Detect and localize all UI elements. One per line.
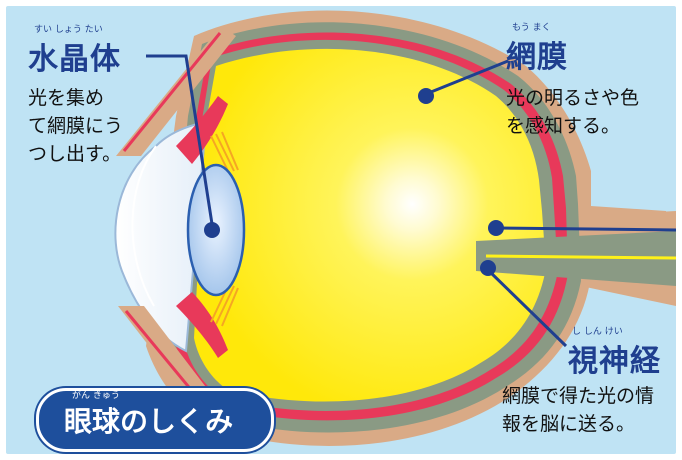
- side-pointer-dot: [488, 220, 504, 236]
- lens-description: 光を集め て網膜にう つし出す。: [28, 84, 123, 168]
- diagram-title: 眼球のしくみ: [64, 400, 233, 440]
- lens-title: 水晶体: [28, 34, 121, 78]
- nerve-title: 視神経: [568, 336, 661, 380]
- nerve-description: 網膜で得た光の情 報を脳に送る。: [502, 382, 654, 438]
- retina-title: 網膜: [506, 32, 568, 76]
- side-pointer-line: [498, 228, 676, 230]
- retina-description: 光の明るさや色 を感知する。: [506, 84, 639, 140]
- retina-pointer-dot: [418, 88, 434, 104]
- lens-pointer-dot: [204, 222, 220, 238]
- nerve-pointer-dot: [480, 260, 496, 276]
- diagram-panel: すい しょう たい 水晶体 光を集め て網膜にう つし出す。 もう まく 網膜 …: [6, 6, 676, 454]
